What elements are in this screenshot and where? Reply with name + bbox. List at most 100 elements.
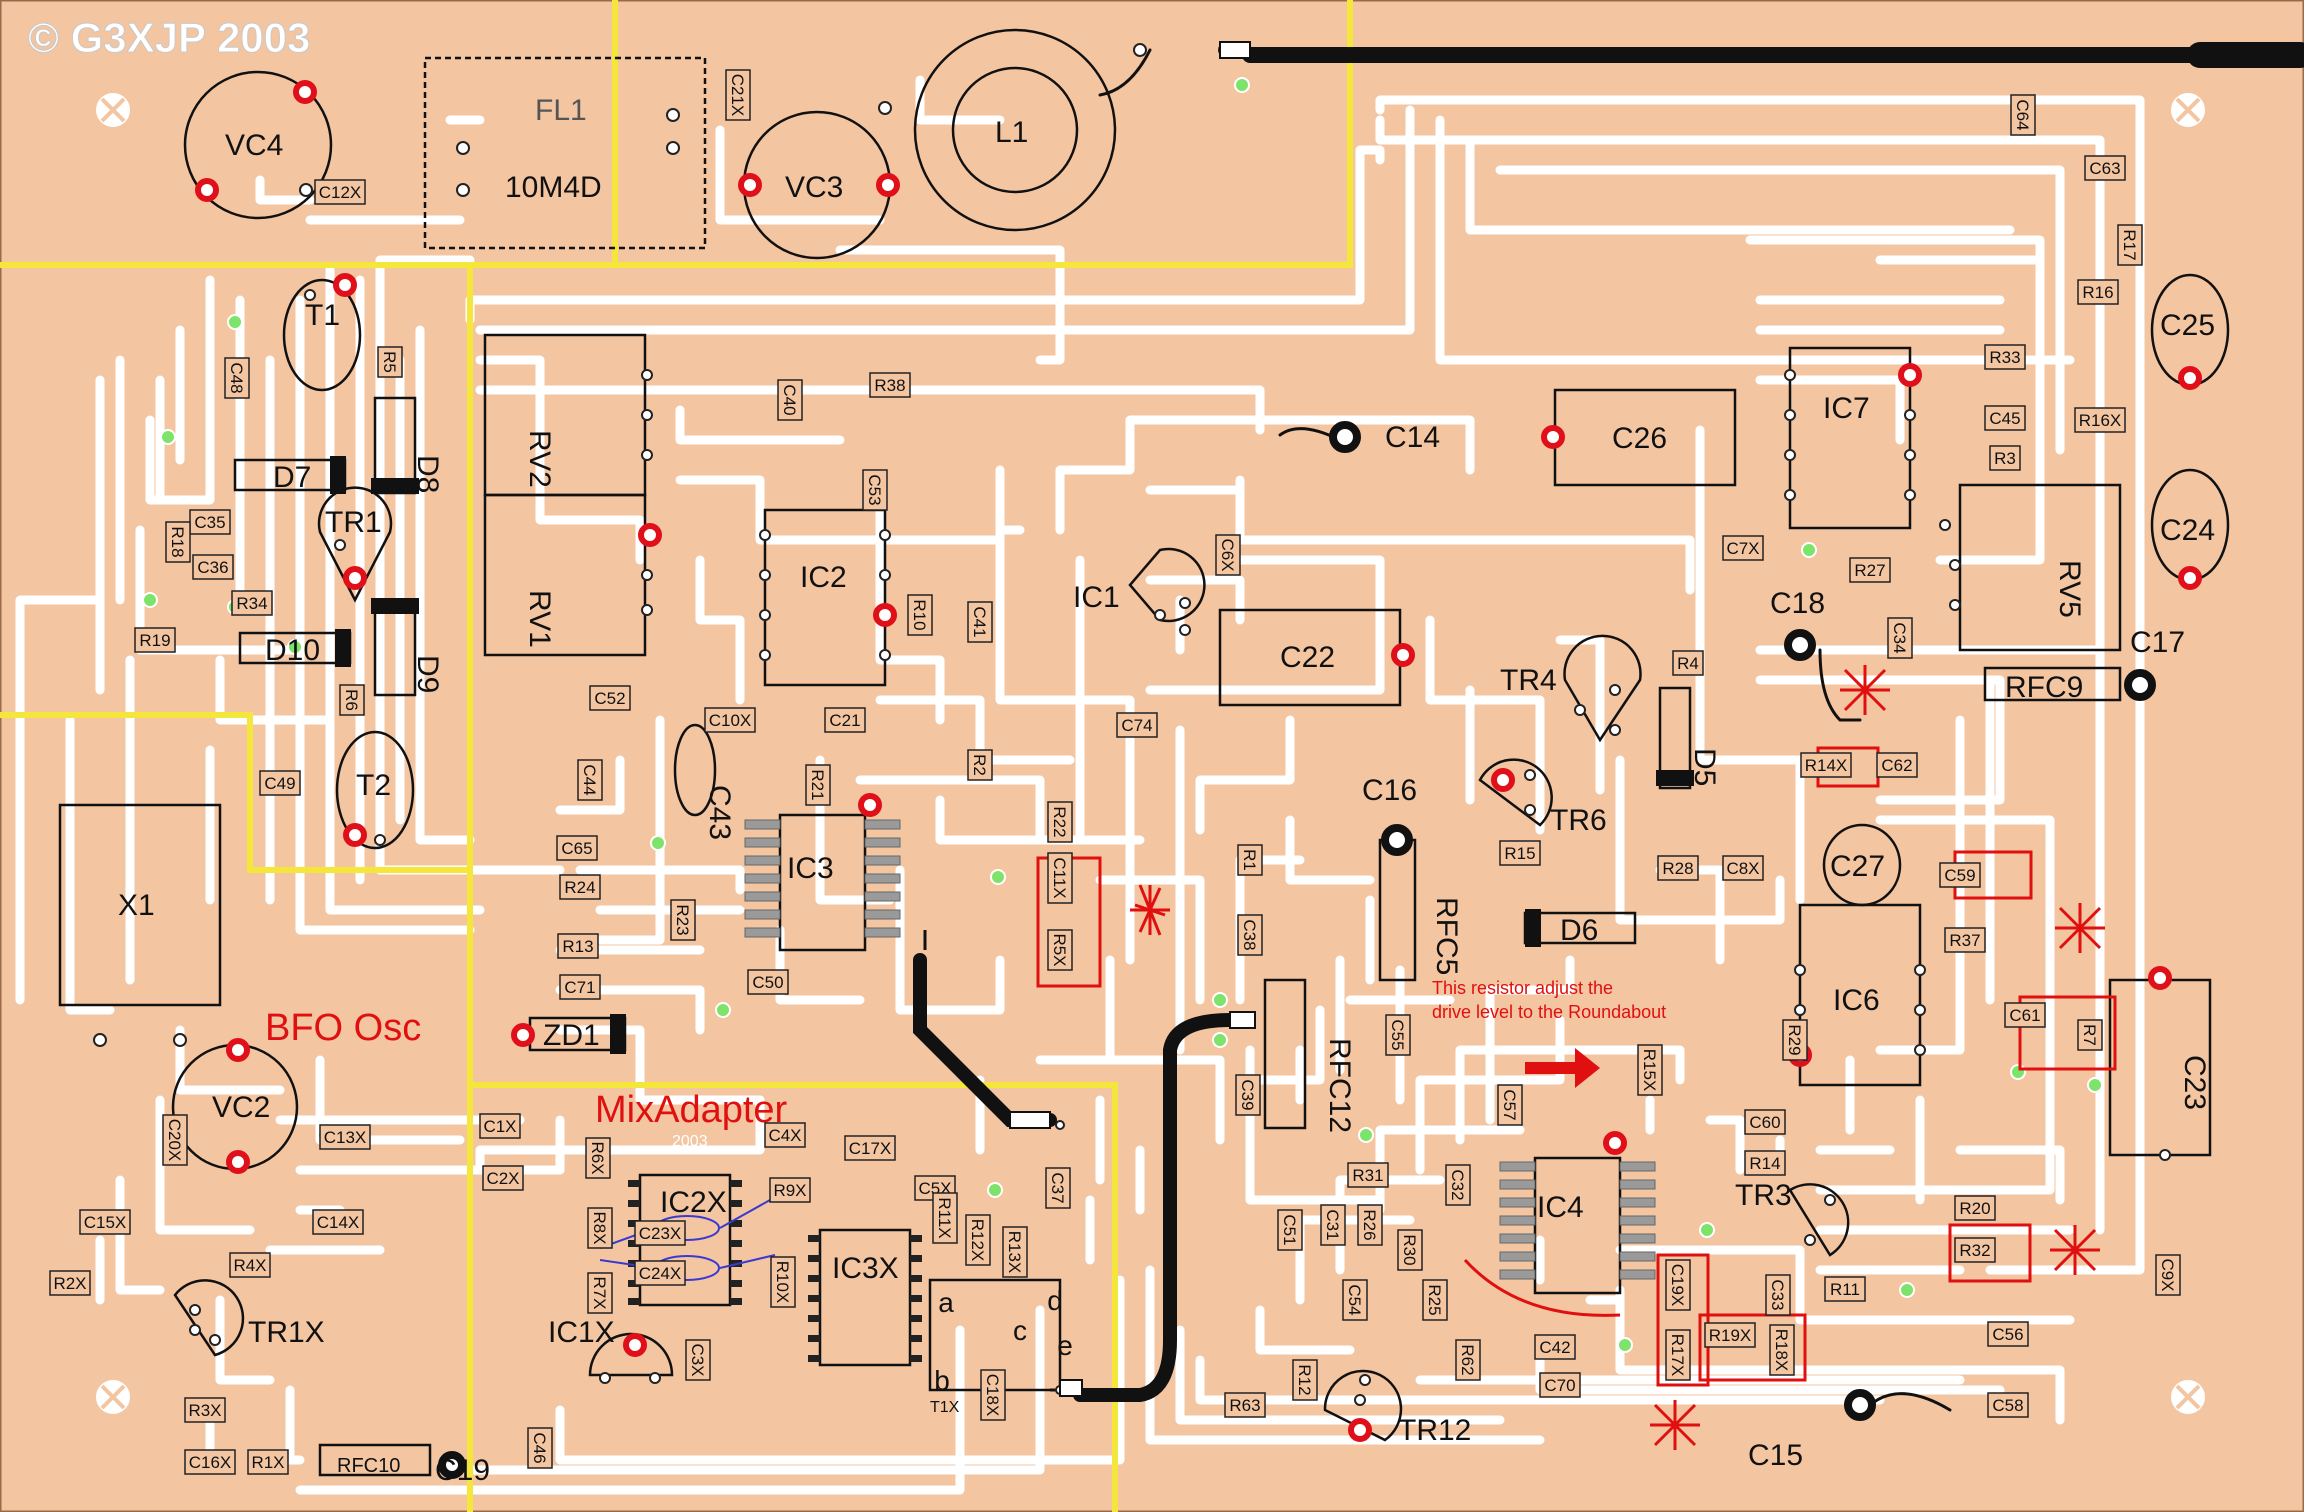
star-icon bbox=[2055, 903, 2105, 953]
mix-adapter-label: MixAdapter bbox=[595, 1089, 788, 1131]
component-label-text: C55 bbox=[1388, 1019, 1407, 1050]
component-label: R3 bbox=[1989, 445, 2021, 471]
component-label-text: C17X bbox=[849, 1139, 892, 1158]
t2-label: T2 bbox=[356, 769, 391, 802]
t1x-label: T1X bbox=[930, 1399, 960, 1416]
component-label-text: R11X bbox=[935, 1197, 954, 1238]
dil-pins bbox=[628, 1180, 922, 1362]
component-label: R34 bbox=[231, 590, 273, 616]
component-label-text: C38 bbox=[1240, 919, 1259, 950]
rfc9-label: RFC9 bbox=[2005, 671, 2083, 704]
component-label-text: R13X bbox=[1005, 1231, 1024, 1274]
component-label: C32 bbox=[1445, 1164, 1471, 1206]
tr1x-body bbox=[173, 1279, 245, 1357]
component-label: C63 bbox=[2084, 155, 2126, 181]
component-label-box bbox=[764, 1122, 806, 1148]
component-label-box bbox=[907, 594, 933, 636]
component-label-box bbox=[162, 1114, 188, 1166]
component-label-box bbox=[1987, 1321, 2029, 1347]
ic1-label: IC1 bbox=[1073, 581, 1120, 614]
tr12-label: TR12 bbox=[1398, 1414, 1471, 1447]
component-label: C56 bbox=[1987, 1321, 2029, 1347]
component-label-text: C33 bbox=[1768, 1279, 1787, 1310]
component-label-text: R19X bbox=[1709, 1326, 1752, 1345]
component-label-text: C37 bbox=[1048, 1172, 1067, 1203]
component-label-box bbox=[589, 685, 631, 711]
highlight-box bbox=[1948, 1223, 2032, 1283]
component-label: C12X bbox=[314, 179, 366, 205]
component-label-box bbox=[231, 590, 273, 616]
component-label: C20X bbox=[162, 1114, 188, 1166]
component-label: R27 bbox=[1849, 557, 1891, 583]
component-label-box bbox=[932, 1192, 958, 1244]
d10-label: D10 bbox=[265, 634, 320, 667]
component-label: C36 bbox=[192, 554, 234, 580]
component-label: R62 bbox=[1455, 1339, 1481, 1381]
component-label-box bbox=[134, 627, 176, 653]
component-label-box bbox=[339, 684, 365, 716]
component-label: C46 bbox=[527, 1427, 553, 1469]
component-label-box bbox=[1672, 650, 1704, 676]
star-icon bbox=[1130, 884, 1170, 936]
component-label: C71 bbox=[559, 974, 601, 1000]
rfc10-body bbox=[318, 1443, 432, 1477]
component-label-box bbox=[312, 1209, 364, 1235]
component-label-box bbox=[556, 835, 598, 861]
component-label-text: C61 bbox=[2009, 1006, 2040, 1025]
component-label-text: R33 bbox=[1989, 348, 2020, 367]
component-label-box bbox=[1665, 1259, 1691, 1311]
component-label-text: R5X bbox=[1050, 933, 1069, 966]
component-label: a bbox=[938, 1287, 954, 1318]
component-label-text: C46 bbox=[530, 1432, 549, 1463]
c27-body bbox=[1822, 823, 1902, 907]
component-label: R11X bbox=[932, 1192, 958, 1244]
component-label: R1X bbox=[247, 1449, 289, 1475]
component-label: R33 bbox=[1984, 344, 2026, 370]
l1-label: L1 bbox=[995, 116, 1028, 149]
tr6-body bbox=[1478, 758, 1553, 827]
component-label-text: b bbox=[934, 1365, 950, 1396]
component-label: C70 bbox=[1539, 1372, 1581, 1398]
component-label: R7X bbox=[587, 1272, 613, 1314]
component-label-text: C44 bbox=[580, 764, 599, 795]
component-label-text: C71 bbox=[564, 978, 595, 997]
component-label: C21X bbox=[725, 69, 751, 121]
component-label: C35 bbox=[189, 509, 231, 535]
component-label-text: C62 bbox=[1881, 756, 1912, 775]
mounting-hole-icon bbox=[96, 1380, 130, 1414]
component-label-text: R9X bbox=[773, 1181, 806, 1200]
ic7-label: IC7 bbox=[1823, 392, 1870, 425]
component-label-text: R21 bbox=[808, 769, 827, 800]
tr1x-label: TR1X bbox=[248, 1316, 325, 1349]
component-label: b bbox=[934, 1365, 950, 1396]
component-label-text: C15X bbox=[84, 1213, 127, 1232]
component-label-box bbox=[777, 379, 803, 421]
component-label-box bbox=[634, 1260, 686, 1286]
rv2-label: RV2 bbox=[523, 430, 556, 488]
component-label-box bbox=[314, 179, 366, 205]
component-label-text: C51 bbox=[1280, 1214, 1299, 1245]
component-label: d bbox=[1047, 1285, 1063, 1316]
ic3x-label: IC3X bbox=[832, 1252, 899, 1285]
component-label-box bbox=[319, 1124, 371, 1150]
component-label-box bbox=[1824, 1276, 1866, 1302]
component-label: C74 bbox=[1116, 712, 1158, 738]
component-label-text: C2X bbox=[486, 1169, 519, 1188]
component-label-box bbox=[2074, 407, 2126, 433]
component-label-text: R3 bbox=[1994, 449, 2016, 468]
component-label-box bbox=[577, 759, 603, 801]
component-label: R19 bbox=[134, 627, 176, 653]
tr4-body bbox=[1563, 634, 1642, 743]
component-label: R15 bbox=[1499, 840, 1541, 866]
component-label: R16X bbox=[2074, 407, 2126, 433]
component-label-text: R1 bbox=[1240, 849, 1259, 871]
component-label: R17X bbox=[1665, 1329, 1691, 1381]
component-label-text: R25 bbox=[1425, 1284, 1444, 1315]
component-label: C4X bbox=[764, 1122, 806, 1148]
component-label: R13 bbox=[557, 933, 599, 959]
vc4-label: VC4 bbox=[225, 129, 283, 162]
component-label-box bbox=[224, 357, 250, 399]
tr3-body bbox=[1788, 1183, 1850, 1257]
component-label: C1X bbox=[479, 1113, 521, 1139]
ic4-label: IC4 bbox=[1537, 1191, 1584, 1224]
